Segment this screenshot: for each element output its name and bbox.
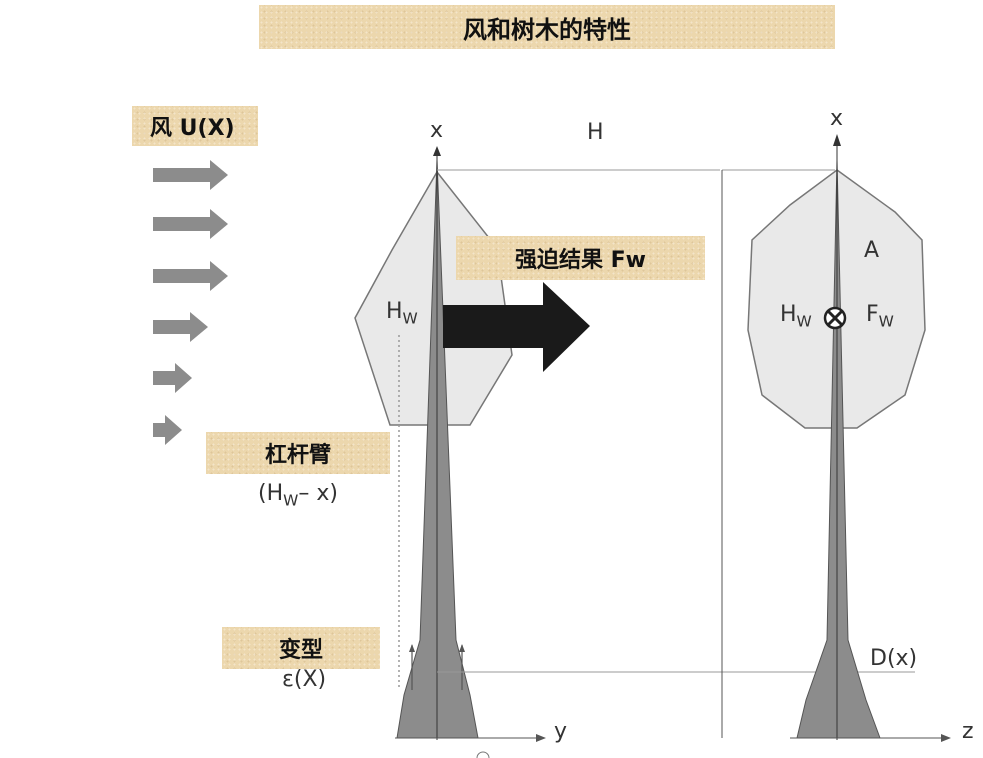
page-title: 风和树木的特性 [463,15,631,44]
lever-label-box: 杠杆臂 [206,432,390,474]
wind-arrows [153,160,228,445]
lever-label: 杠杆臂 [264,443,331,468]
height-guides [437,169,915,738]
force-label-box: 强迫结果 Fw [456,236,705,280]
right-fw-label: FW [866,302,894,331]
wind-arrow [153,312,208,342]
wind-label-box: 风 U(X) [132,106,258,146]
force-arrow [443,282,590,372]
y-axis-arrow [536,734,546,742]
wind-arrow [153,261,228,291]
wind-arrow [153,160,228,190]
right-x-axis-arrow [833,134,841,146]
left-hw-label: HW [386,299,418,328]
wind-arrow [153,415,182,445]
wind-label: 风 U(X) [150,116,235,141]
right-hw-label: HW [780,302,812,331]
height-label: H [587,120,604,145]
strain-label: ε(X) [282,667,327,692]
force-marker-icon [823,306,847,330]
small-arc [476,751,490,758]
force-label: 强迫结果 Fw [514,248,646,273]
z-axis-label: z [962,719,974,744]
diameter-label: D(x) [870,646,918,671]
left-tree [354,146,513,740]
area-label: A [864,238,880,263]
wind-arrow [153,363,192,393]
deform-label-box: 变型 [222,627,380,669]
left-x-axis-arrow [433,146,441,156]
right-x-label: x [830,106,844,131]
z-axis-arrow [941,734,951,742]
deform-label: 变型 [278,638,323,663]
left-x-label: x [430,118,444,143]
lever-expression: (HW– x) [258,481,338,510]
wind-arrow [153,209,228,239]
title-banner: 风和树木的特性 [259,5,835,49]
y-axis-label: y [554,719,568,744]
